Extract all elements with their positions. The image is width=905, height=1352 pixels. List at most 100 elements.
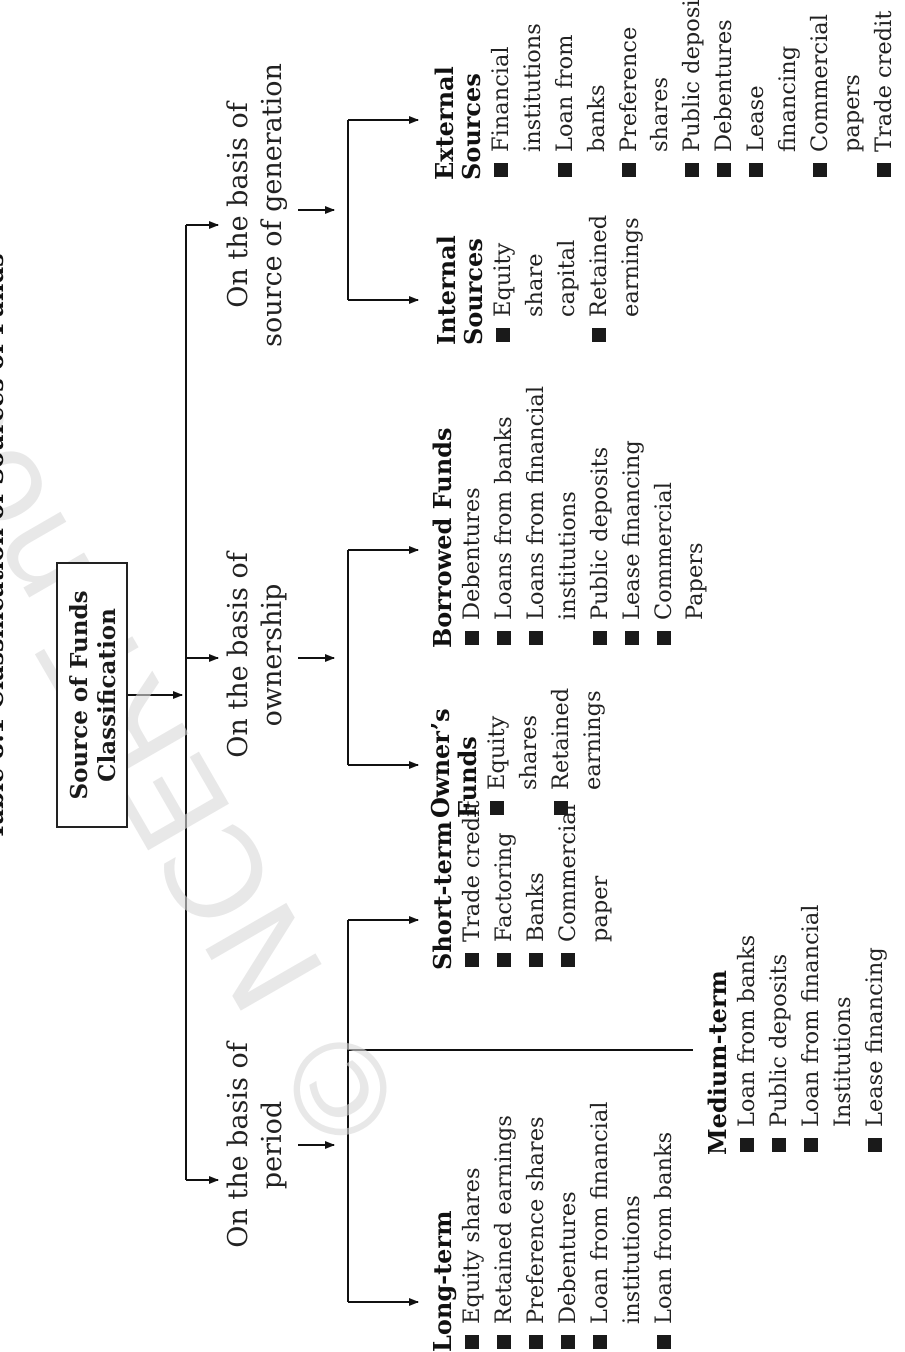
list-item-text: Banks (522, 872, 549, 942)
list-item-text: Equity shares (458, 1167, 485, 1325)
square-bullet-icon (771, 1138, 786, 1152)
square-bullet-icon (624, 631, 639, 645)
square-bullet-icon (528, 1335, 543, 1349)
list-item-text: Financial institutions (487, 23, 546, 152)
square-bullet-icon (493, 163, 508, 177)
square-bullet-icon (464, 631, 479, 645)
list-item: Lease financing (617, 386, 649, 648)
basis-ownership-line2: ownership (256, 583, 288, 727)
medium-term-heading: Medium-term (703, 970, 732, 1155)
root-node: Source of Funds Classification (56, 562, 128, 828)
list-item: Factoring (489, 801, 521, 970)
list-item: Retained earnings (489, 1102, 521, 1352)
root-title-line1: Source of Funds (66, 590, 93, 800)
square-bullet-icon (528, 631, 543, 645)
square-bullet-icon (739, 1138, 754, 1152)
list-item-text: Trade credit (458, 800, 485, 942)
square-bullet-icon (495, 328, 510, 342)
internal-sources-heading: Internal Sources (432, 235, 488, 345)
list-item: Loans from banks (489, 386, 521, 648)
list-item: Retained earnings (546, 688, 610, 818)
long-term-heading: Long-term (428, 1210, 457, 1352)
list-item: Public deposits (764, 905, 796, 1155)
square-bullet-icon (867, 1138, 882, 1152)
square-bullet-icon (557, 163, 572, 177)
list-item-text: Factoring (490, 832, 517, 942)
list-item: Commercial paper (553, 801, 617, 970)
list-item: Public deposits (585, 386, 617, 648)
list-item-text: Loan from banks (650, 1131, 677, 1324)
list-item: Loan from banks (732, 905, 764, 1155)
list-item: Banks (521, 801, 553, 970)
list-item-text: Equity shares (483, 714, 542, 790)
square-bullet-icon (553, 801, 568, 815)
list-item-text: Lease financing (861, 947, 888, 1127)
list-item: Equity share capital (488, 215, 584, 345)
list-item-text: Preference shares (615, 26, 674, 152)
list-item-text: Lease financing (743, 45, 802, 152)
borrowed-funds-heading: Borrowed Funds (428, 427, 457, 648)
list-item-text: Equity share capital (489, 239, 580, 317)
list-item-text: Public deposits (586, 446, 613, 620)
list-item-text: Loan from banks (733, 934, 760, 1127)
list-item: Financial institutions (486, 0, 550, 180)
square-bullet-icon (464, 1335, 479, 1349)
list-item: Debentures (553, 1102, 585, 1352)
connector-lines (128, 116, 693, 1306)
root-title-line2: Classification (93, 608, 121, 782)
square-bullet-icon (496, 631, 511, 645)
list-item-text: Commercial Papers (650, 482, 709, 620)
list-item-text: Preference shares (522, 1116, 549, 1324)
basis-generation: On the basis of source of generation (222, 50, 290, 360)
list-item: Commercial papers (805, 0, 869, 180)
list-item: Debentures (457, 386, 489, 648)
group-external-sources: External Sources Financial institutions L… (430, 0, 901, 180)
square-bullet-icon (803, 1138, 818, 1152)
square-bullet-icon (560, 1335, 575, 1349)
list-item: Equity shares (457, 1102, 489, 1352)
square-bullet-icon (496, 953, 511, 967)
owners-funds-heading: Owner’s Funds (426, 708, 482, 818)
list-item-text: Retained earnings (585, 214, 644, 317)
square-bullet-icon (749, 163, 764, 177)
square-bullet-icon (464, 953, 479, 967)
square-bullet-icon (592, 1335, 607, 1349)
square-bullet-icon (717, 163, 732, 177)
list-item-text: Debentures (711, 19, 738, 152)
basis-period-line1: On the basis of (223, 1042, 254, 1248)
table-title: Table 8.1 Classification of Sources of F… (0, 253, 9, 840)
basis-period-line2: period (256, 1100, 288, 1190)
square-bullet-icon (560, 953, 575, 967)
list-item-text: Debentures (458, 487, 485, 620)
list-item-text: Loans from financial institutions (522, 385, 581, 620)
list-item-text: Lease financing (618, 440, 645, 620)
list-item-text: Debentures (554, 1191, 581, 1324)
square-bullet-icon (877, 163, 891, 177)
basis-generation-line1: On the basis of (223, 102, 254, 308)
list-item-text: Commercial paper (554, 804, 613, 942)
list-item: Loans from financial institutions (521, 386, 585, 648)
basis-ownership-line1: On the basis of (223, 552, 254, 758)
list-item: Commercial Papers (649, 386, 713, 648)
square-bullet-icon (528, 953, 543, 967)
list-item-text: Loan from financial institutions (586, 1101, 645, 1324)
list-item-text: Public deposits (679, 0, 706, 152)
list-item: Loan from financial Institutions (796, 905, 860, 1155)
external-sources-heading: External Sources (430, 66, 486, 180)
list-item: Preference shares (521, 1102, 553, 1352)
square-bullet-icon (621, 163, 636, 177)
list-item: Trade credit (457, 801, 489, 970)
square-bullet-icon (489, 801, 504, 815)
list-item-text: Loans from banks (490, 416, 517, 620)
list-item-text: Retained earnings (490, 1115, 517, 1324)
